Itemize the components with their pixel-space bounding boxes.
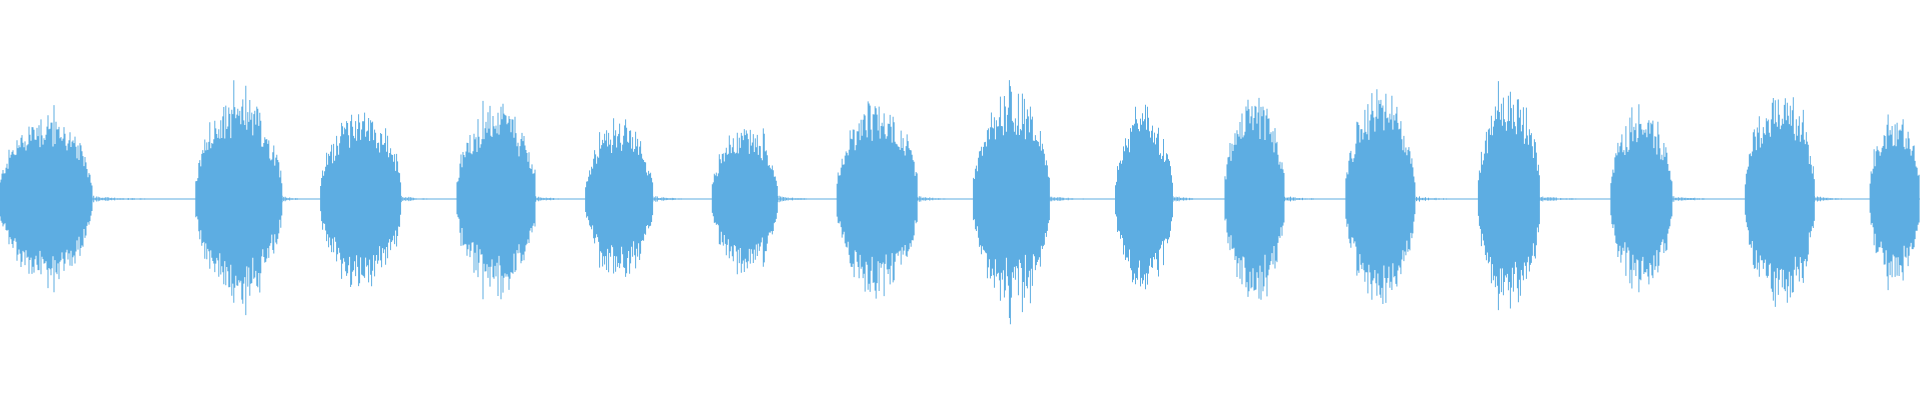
waveform-burst bbox=[1345, 89, 1479, 304]
waveform-burst bbox=[1744, 97, 1871, 307]
waveform-burst bbox=[1115, 104, 1225, 290]
waveform-burst bbox=[585, 118, 712, 277]
waveform-burst bbox=[1610, 104, 1745, 293]
waveform-burst bbox=[836, 101, 973, 299]
waveform-burst bbox=[1869, 114, 1920, 291]
waveform-burst bbox=[320, 112, 458, 287]
waveform-burst bbox=[456, 100, 586, 300]
waveform-burst bbox=[1477, 81, 1611, 311]
waveform-burst bbox=[711, 128, 837, 275]
waveform-burst bbox=[0, 105, 197, 293]
waveform-burst bbox=[972, 80, 1116, 325]
waveform-burst bbox=[1224, 97, 1345, 300]
waveform-burst bbox=[195, 80, 321, 316]
